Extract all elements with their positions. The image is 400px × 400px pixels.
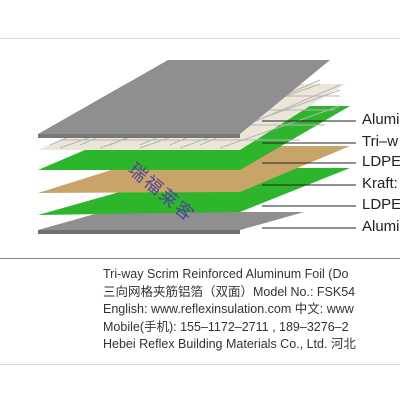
info-websites: English: www.reflexinsulation.com 中文: ww… — [103, 302, 354, 316]
layer-label-1: Alumi — [362, 111, 400, 128]
info-model: 三向网格夹筋铝箔（双面）Model No.: FSK54 — [103, 284, 356, 299]
layer-label-6: Alumi — [362, 218, 400, 235]
layer-label-5: LDPE — [362, 196, 400, 213]
product-info: Tri-way Scrim Reinforced Aluminum Foil (… — [103, 266, 400, 354]
layer-label-4: Kraft: — [362, 175, 398, 192]
layer-label-2: Tri–w — [362, 133, 399, 150]
layer-label-3: LDPE — [362, 153, 400, 170]
layer-aluminum-bottom — [38, 212, 304, 230]
divider — [0, 258, 400, 259]
info-product-title: Tri-way Scrim Reinforced Aluminum Foil (… — [103, 267, 349, 281]
info-company: Hebei Reflex Building Materials Co., Ltd… — [103, 337, 356, 351]
layer-aluminum-top — [38, 60, 330, 134]
info-mobile: Mobile(手机): 155–1172–2711 , 189–3276–2 — [103, 319, 349, 334]
